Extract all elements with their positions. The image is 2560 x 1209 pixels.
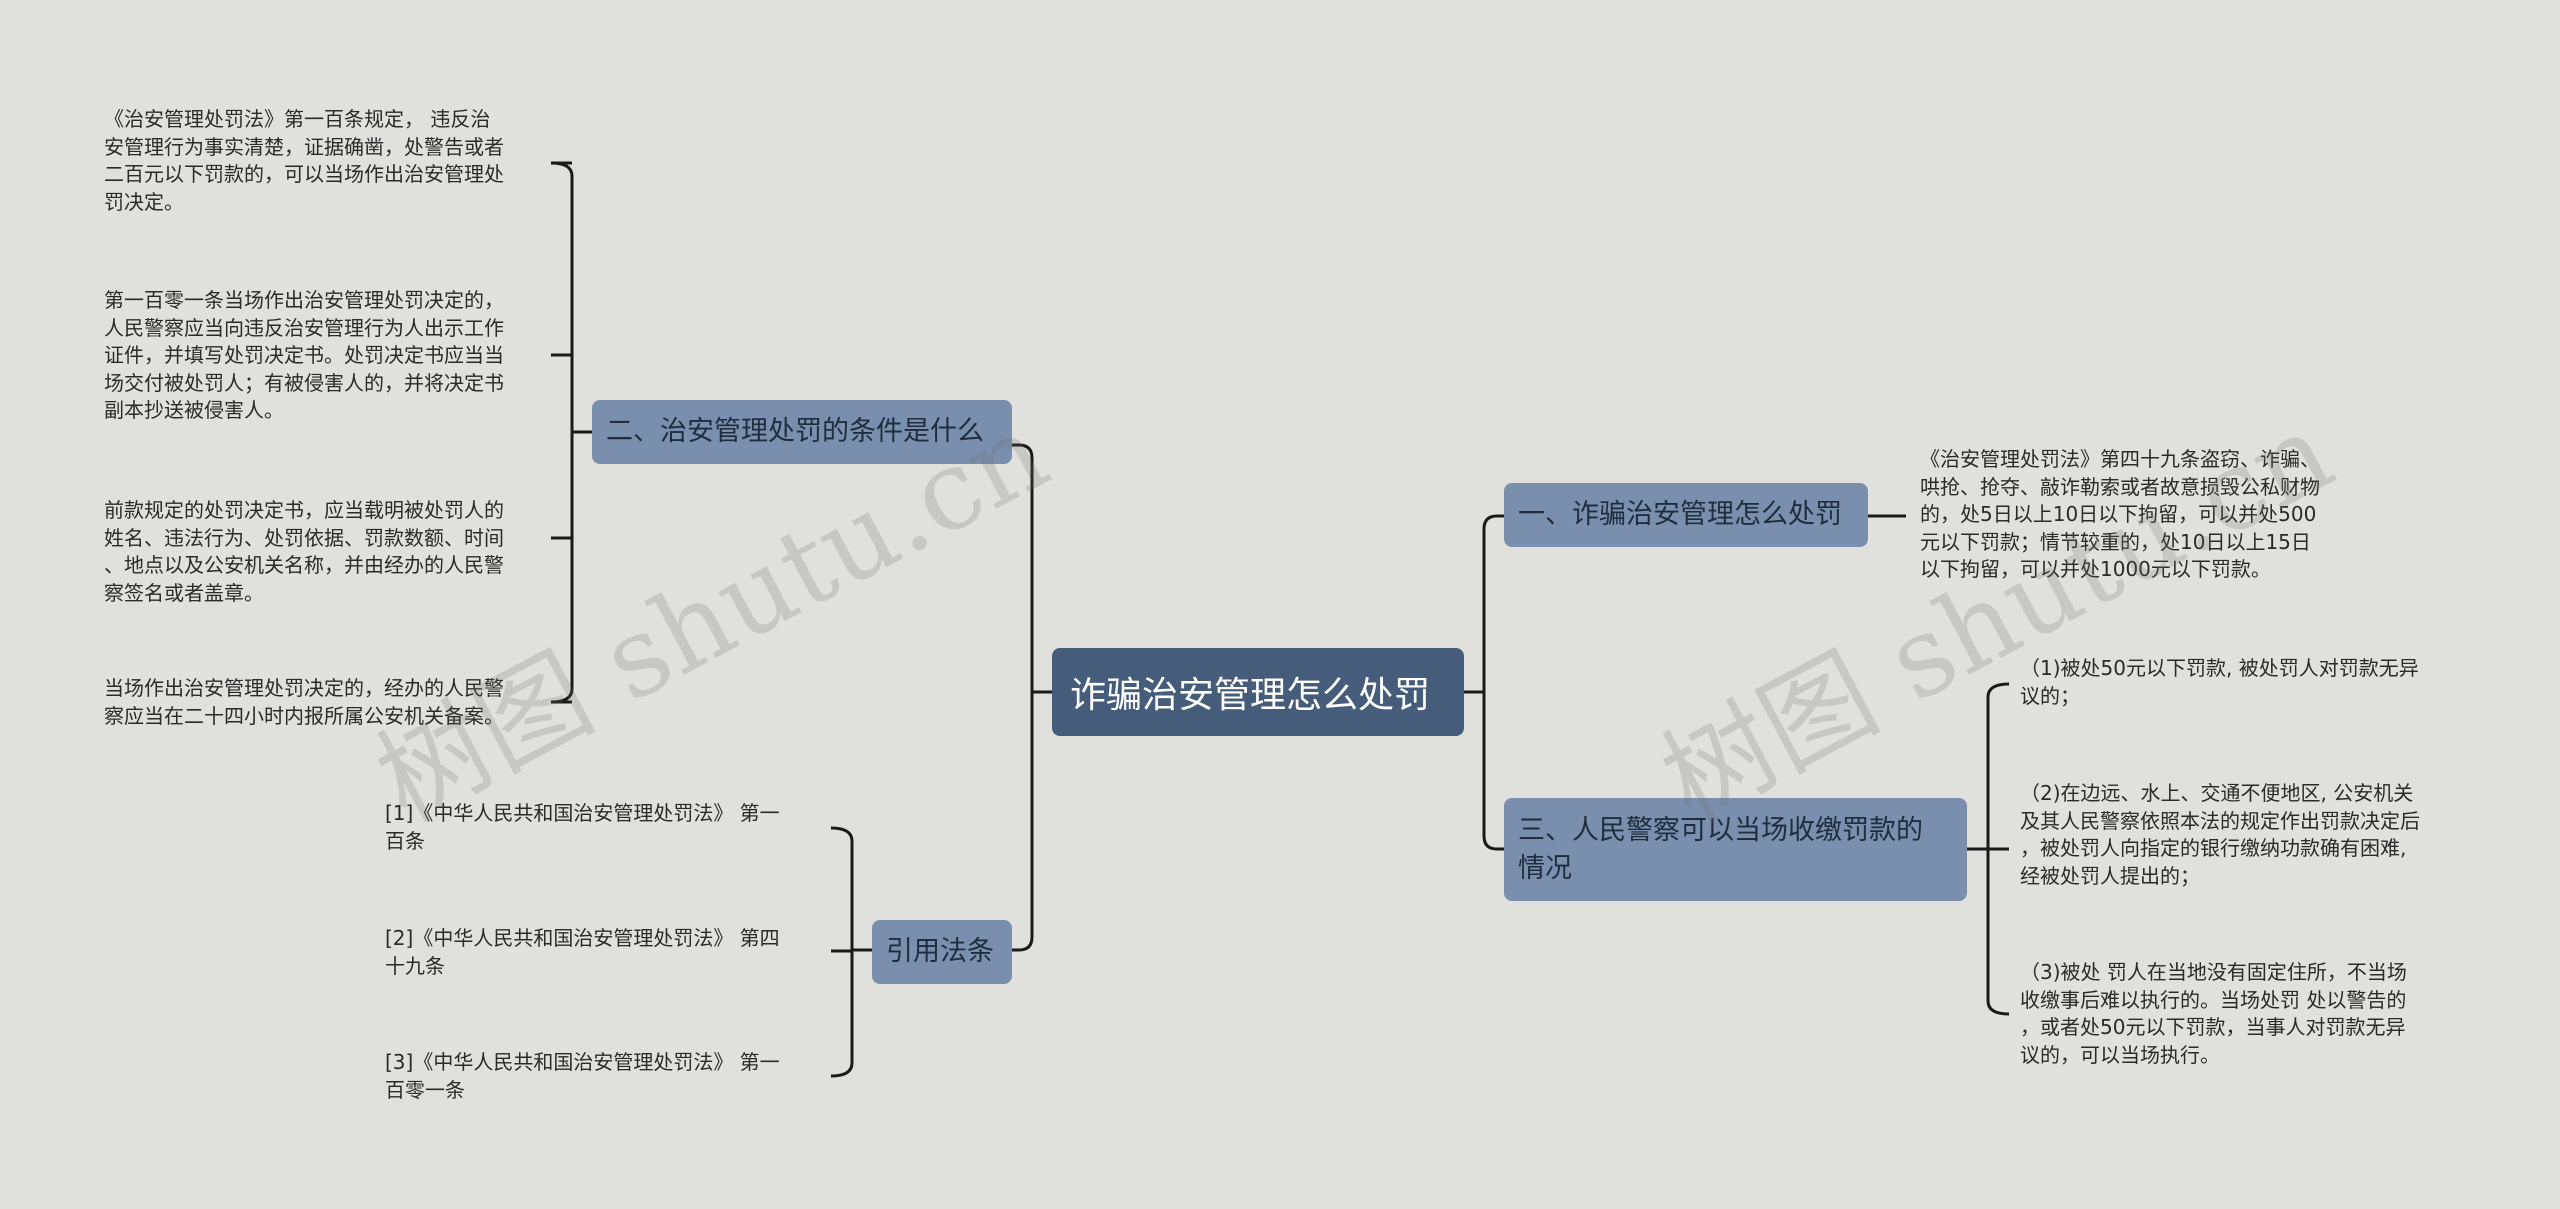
leaf-collection-3: （3)被处 罚人在当地没有固定住所，不当场 收缴事后难以执行的。当场处罚 处以警…	[2020, 960, 2407, 1067]
branch-collection[interactable]: 三、人民警察可以当场收缴罚款的 情况	[1504, 798, 1967, 901]
leaf-citation-2: [2]《中华人民共和国治安管理处罚法》 第四 十九条	[385, 926, 780, 978]
leaf-conditions-4: 当场作出治安管理处罚决定的，经办的人民警 察应当在二十四小时内报所属公安机关备案…	[104, 676, 504, 728]
leaf-conditions-1: 《治安管理处罚法》第一百条规定， 违反治 安管理行为事实清楚，证据确凿，处警告或…	[104, 107, 504, 214]
branch-collection-title: 三、人民警察可以当场收缴罚款的 情况	[1518, 814, 1923, 884]
leaf-collection-1: （1)被处50元以下罚款, 被处罚人对罚款无异 议的；	[2020, 656, 2419, 708]
trunk-left	[1018, 443, 1034, 952]
leaf-punishment-1: 《治安管理处罚法》第四十九条盗窃、诈骗、 哄抢、抢夺、敲诈勒索或者故意损毁公私财…	[1920, 447, 2320, 581]
leaf-collection-2: （2)在边远、水上、交通不便地区, 公安机关 及其人民警察依照本法的规定作出罚款…	[2020, 781, 2420, 888]
leaf-conditions-3: 前款规定的处罚决定书，应当载明被处罚人的 姓名、违法行为、处罚依据、罚款数额、时…	[104, 498, 504, 605]
branch-citations[interactable]: 引用法条	[872, 920, 1012, 984]
leaf-citation-1: [1]《中华人民共和国治安管理处罚法》 第一 百条	[385, 801, 780, 853]
branch-punishment-title: 一、诈骗治安管理怎么处罚	[1518, 499, 1842, 530]
branch-conditions-title: 二、治安管理处罚的条件是什么	[606, 416, 984, 447]
leaf-conditions-2: 第一百零一条当场作出治安管理处罚决定的， 人民警察应当向违反治安管理行为人出示工…	[104, 288, 504, 422]
branch-citations-title: 引用法条	[886, 936, 994, 967]
root-node[interactable]: 诈骗治安管理怎么处罚	[1052, 648, 1464, 736]
branch-punishment[interactable]: 一、诈骗治安管理怎么处罚	[1504, 483, 1868, 547]
branch-conditions[interactable]: 二、治安管理处罚的条件是什么	[592, 400, 1012, 464]
trunk-right	[1482, 514, 1498, 851]
leaf-citation-3: [3]《中华人民共和国治安管理处罚法》 第一 百零一条	[385, 1050, 780, 1102]
root-title: 诈骗治安管理怎么处罚	[1070, 675, 1431, 716]
